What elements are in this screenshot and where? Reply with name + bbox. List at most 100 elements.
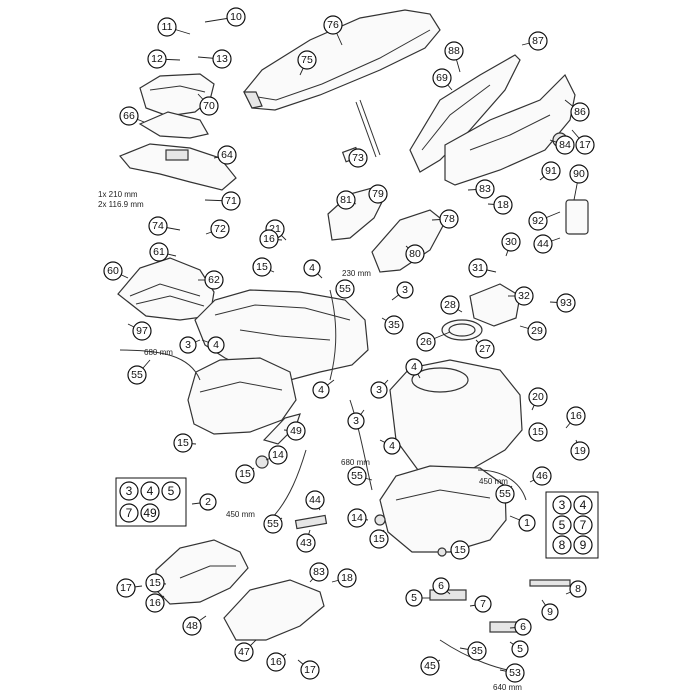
callout-number: 3 [376,384,382,396]
callout-number: 1 [524,517,530,529]
callout-number: 83 [479,183,491,195]
callout-number: 4 [213,339,219,351]
callout-circle [533,234,553,254]
callout-circle [405,358,423,376]
callout-7: 7 [469,595,492,613]
callout-circle [528,422,548,442]
callout-11: 11 [157,17,191,37]
callout-circle [199,96,219,116]
callout-number: 49 [290,425,302,437]
callout-31: 31 [468,258,497,278]
callout-number: 43 [300,537,312,549]
callout-83: 83 [309,562,329,583]
kit-item-circle [573,515,593,535]
dimension-seat-screw-1: 1x 210 mm [98,190,138,199]
dimension-hose-640: 640 mm [493,683,522,692]
callout-circle [336,190,356,210]
kit-box-left [115,477,187,527]
callout-1: 1 [509,514,536,532]
callout-circle [210,219,230,239]
callout-number: 88 [448,45,460,57]
callout-32: 32 [508,286,534,306]
callout-97: 97 [127,321,152,341]
callout-circle [468,258,488,278]
kit-item-8: 8 [552,535,572,555]
callout-number: 76 [327,19,339,31]
callout-circle [147,49,167,69]
callout-circle [235,464,255,484]
kit-item-circle [552,495,572,515]
callout-86: 86 [564,99,590,122]
callout-number: 18 [497,199,509,211]
callout-number: 44 [309,494,321,506]
kit-item-circle [552,515,572,535]
callout-number: 83 [313,566,325,578]
callout-78: 78 [431,209,459,229]
callout-15: 15 [528,422,548,442]
callout-91: 91 [539,161,561,181]
callout-53: 53 [499,663,525,683]
callout-number: 28 [444,299,456,311]
callout-circle [541,161,561,181]
callout-circle [518,514,536,532]
callout-number: 61 [153,246,165,258]
callout-number: 6 [520,621,526,633]
callout-number: 78 [443,213,455,225]
callout-circle [207,336,225,354]
callout-circle [300,660,320,680]
callout-number: 15 [177,437,189,449]
callout-number: 71 [225,195,237,207]
callout-number: 31 [472,262,484,274]
callout-number: 64 [221,149,233,161]
callout-number: 3 [402,284,408,296]
callout-circle [528,211,548,231]
callout-circle [268,445,288,465]
callout-circle [528,31,548,51]
callout-number: 3 [185,339,191,351]
kit-item-5: 5 [552,515,572,535]
callout-number: 29 [531,325,543,337]
callout-circle [396,281,414,299]
callout-5: 5 [405,589,430,607]
callout-circle [527,321,547,341]
callout-circle [303,259,321,277]
callout-circle [474,595,492,613]
callout-circle [511,640,529,658]
callout-circle [439,209,459,229]
callout-4: 4 [405,358,423,379]
callout-number: 55 [131,369,143,381]
callout-number: 47 [238,646,250,658]
callout-circle [450,540,470,560]
callout-circle [149,242,169,262]
callout-20: 20 [528,387,548,411]
callout-72: 72 [205,219,230,239]
callout-number: 17 [120,582,132,594]
callout-3: 3 [370,379,389,399]
callout-number: 92 [532,215,544,227]
callout-circle [157,17,177,37]
callout-number: 80 [409,248,421,260]
callout-circle [286,421,306,441]
callout-circle [145,593,165,613]
callout-17: 17 [571,129,595,155]
callout-circle [119,106,139,126]
callout-circle [570,102,590,122]
callout-55: 55 [263,514,283,534]
kit-item-number: 9 [580,538,587,552]
dimension-seat-screw-2: 2x 116.9 mm [98,200,144,209]
callout-number: 4 [411,361,417,373]
callout-number: 93 [560,297,572,309]
callout-number: 15 [373,533,385,545]
callout-number: 7 [480,598,486,610]
kit-item-9: 9 [573,535,593,555]
callout-number: 5 [517,643,523,655]
kit-item-circle [119,481,139,501]
callout-circle [383,437,401,455]
callout-number: 44 [537,238,549,250]
kit-item-number: 5 [559,518,566,532]
callout-43: 43 [296,529,316,553]
callout-87: 87 [521,31,548,51]
callout-circle [495,484,515,504]
